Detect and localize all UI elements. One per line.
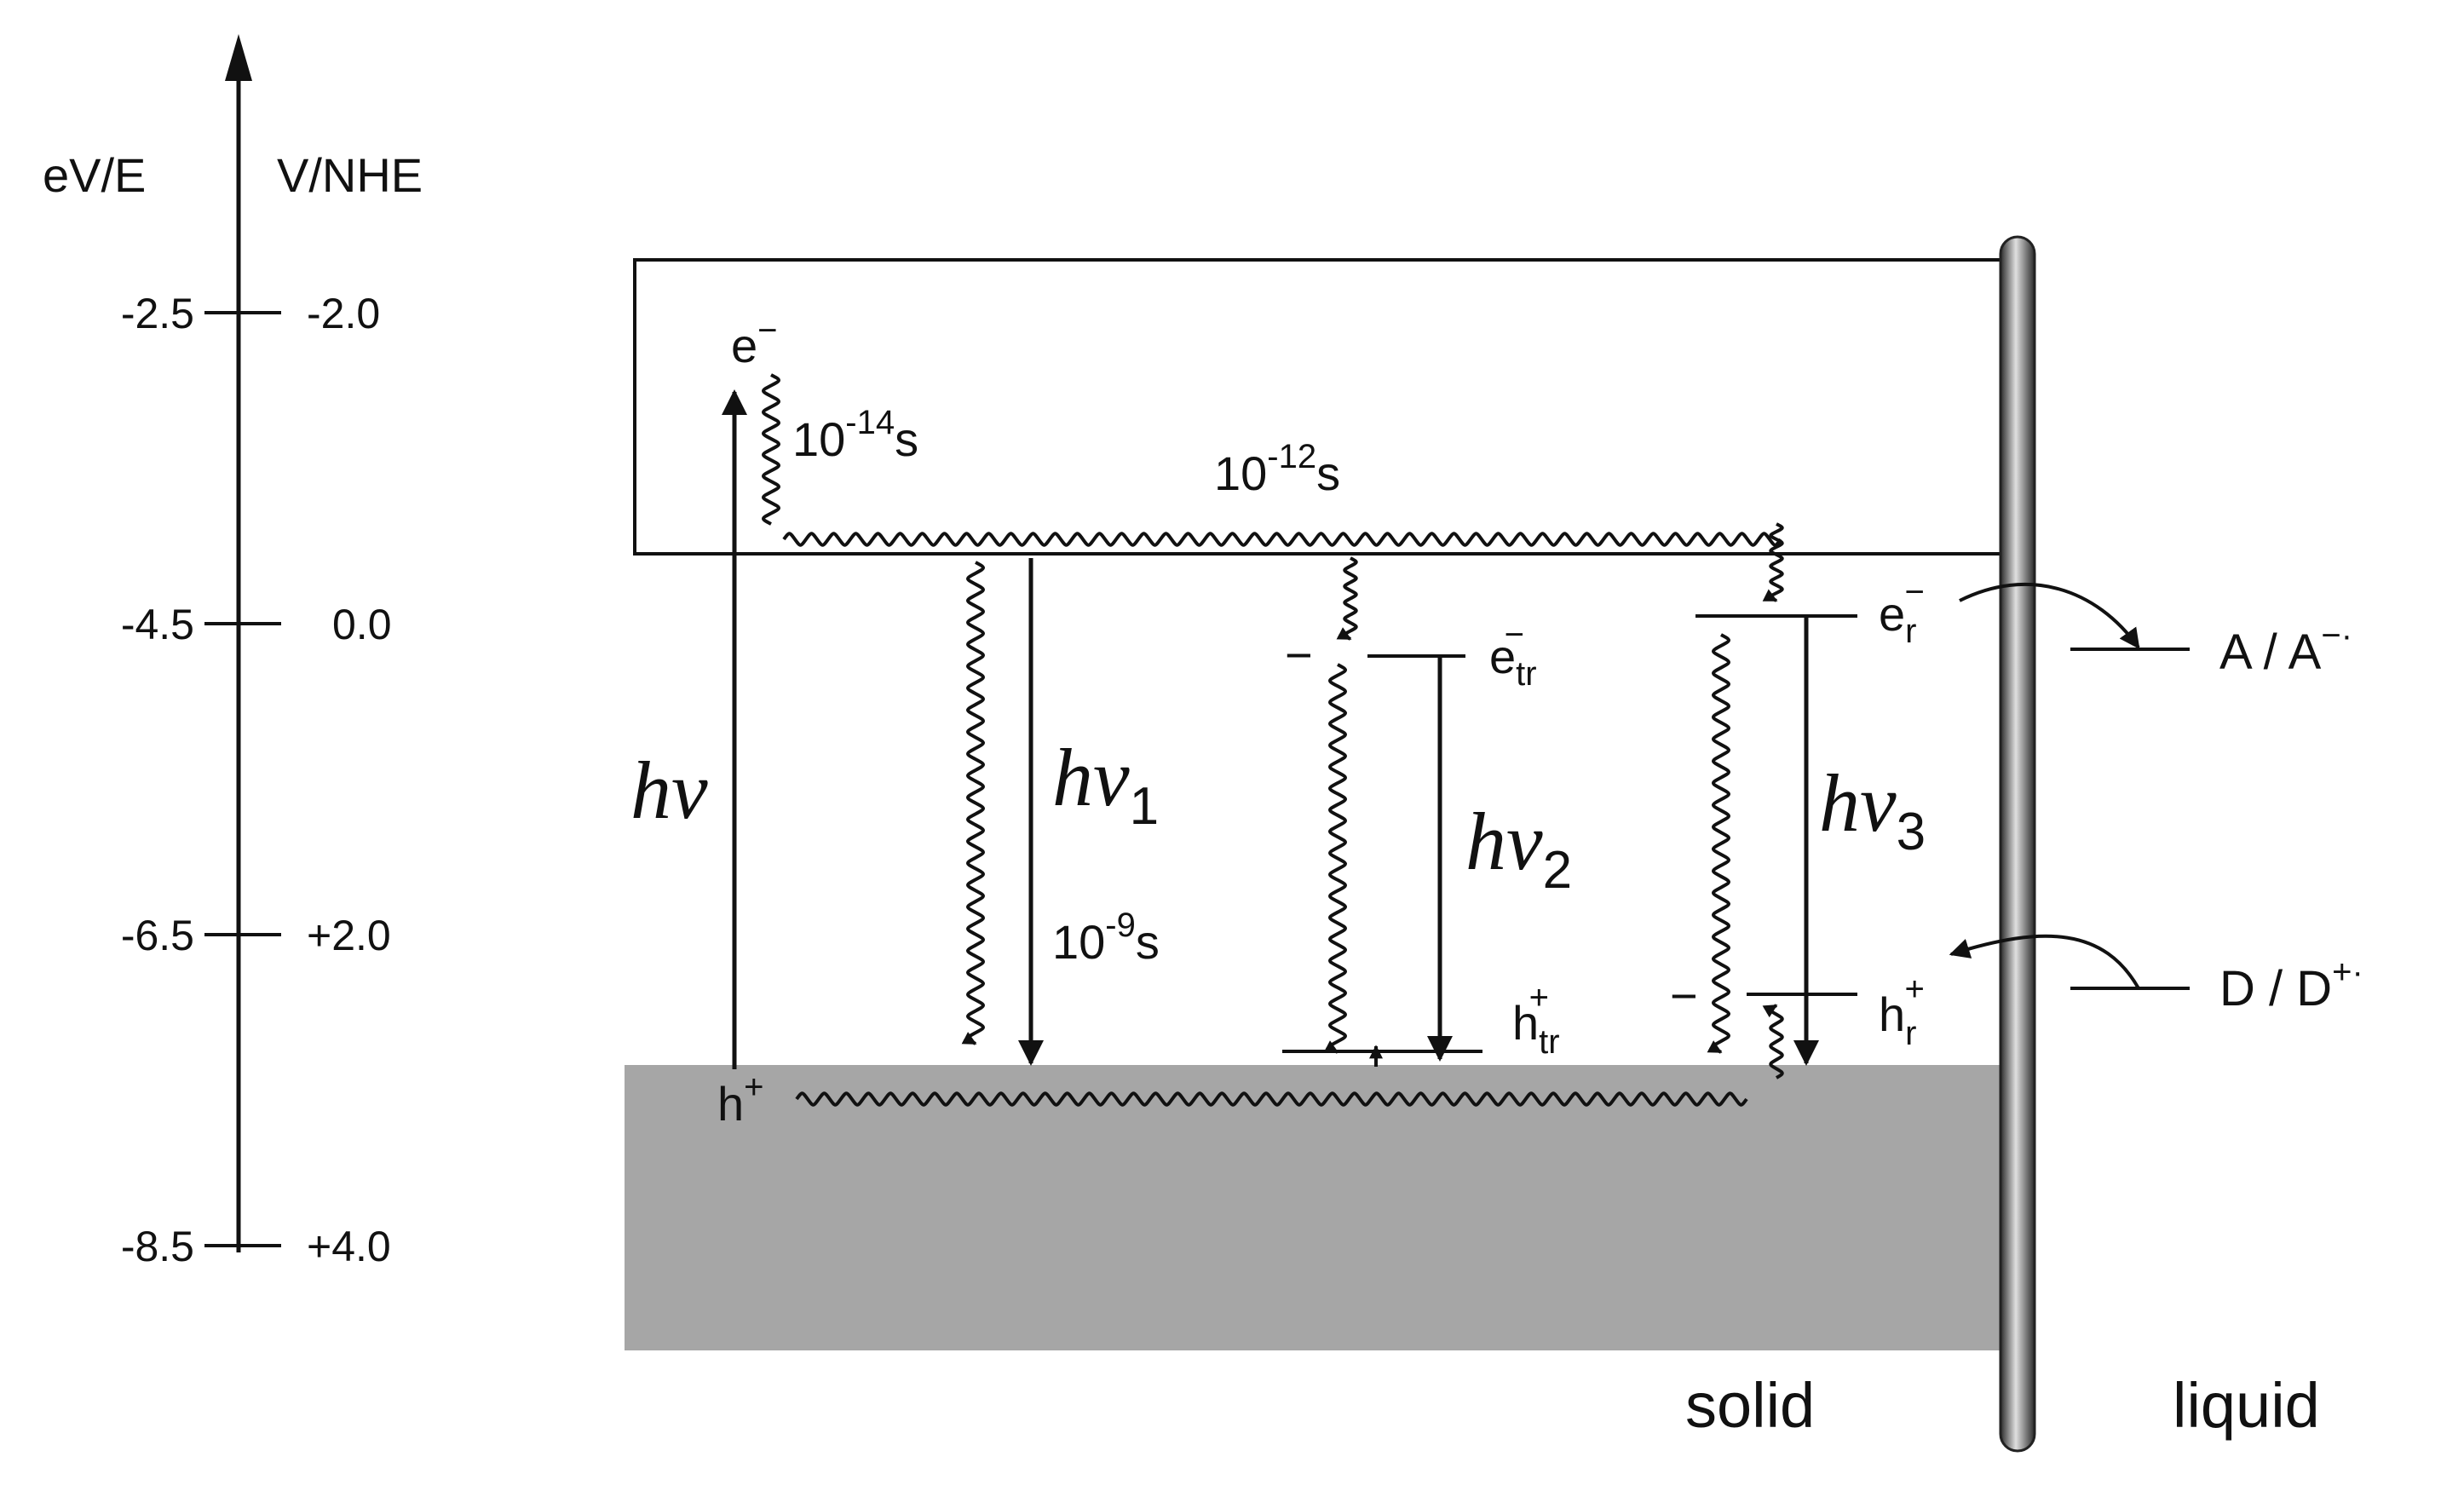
tick-label-ev: -2.5	[121, 290, 194, 337]
tick-label-nhe: 0.0	[332, 601, 392, 648]
transitions	[722, 389, 1819, 1069]
axis-title-ev: eV/E	[43, 148, 146, 202]
minus-sign: −	[1670, 969, 1698, 1022]
tick-label-nhe: -2.0	[307, 290, 380, 337]
hole-label: h+	[717, 1068, 764, 1131]
axis-arrowhead	[225, 34, 252, 81]
conduction-band	[633, 258, 2004, 556]
relaxation-paths	[762, 373, 1784, 1107]
minus-sign: −	[1285, 628, 1313, 682]
e-trapped-label: etr−	[1489, 616, 1537, 693]
tick-label-ev: -8.5	[121, 1223, 194, 1270]
hv1-label: hν1	[1052, 732, 1159, 836]
tick-label-ev: -4.5	[121, 601, 194, 648]
trap-e-wave	[1336, 556, 1358, 641]
donor-couple: D / D+·	[2219, 953, 2363, 1016]
valence-band	[625, 1065, 2002, 1350]
hv-label: hν	[630, 745, 708, 836]
lifetime-12: 10-12s	[1214, 438, 1340, 500]
lifetime-9: 10-9s	[1052, 907, 1160, 969]
axis-title-nhe: V/NHE	[277, 148, 423, 202]
hv3-label: hν3	[1819, 757, 1926, 861]
energy-axis: eV/E V/NHE -2.5 -2.0 -4.5 0.0 -6.5 +2.0 …	[43, 34, 423, 1270]
liquid-region-label: liquid	[2173, 1370, 2320, 1441]
hv2-label: hν2	[1465, 796, 1572, 900]
nonradiative-2-wave	[1323, 663, 1347, 1054]
solid-region-label: solid	[1685, 1370, 1815, 1441]
e-surface-label: er−	[1879, 573, 1925, 650]
tick-label-ev: -6.5	[121, 912, 194, 959]
vb-to-hr-wave	[1762, 1004, 1784, 1079]
lifetime-14: 10-14s	[792, 404, 918, 466]
tick-label-nhe: +2.0	[307, 912, 391, 959]
nonradiative-1-wave	[961, 561, 985, 1045]
vb-relax-wave	[795, 1091, 1748, 1107]
h-surface-label: hr+	[1879, 970, 1925, 1052]
cb-thermalization-wave	[762, 373, 780, 526]
cb-to-er-wave	[1762, 522, 1784, 602]
electron-label: e−	[731, 312, 778, 372]
h-trapped-label: htr+	[1512, 979, 1560, 1061]
trap-levels	[1282, 614, 2190, 1053]
nonradiative-3-wave	[1707, 633, 1730, 1054]
acceptor-couple: A / A−·	[2219, 617, 2352, 680]
electron-transfer-arrow	[1959, 583, 2140, 649]
interfacial-transfer	[1949, 583, 2140, 989]
hole-transfer-arrow	[1949, 934, 2140, 989]
cb-relax-wave	[782, 532, 1782, 547]
tick-label-nhe: +4.0	[307, 1223, 391, 1270]
solid-liquid-interface	[1999, 235, 2036, 1453]
